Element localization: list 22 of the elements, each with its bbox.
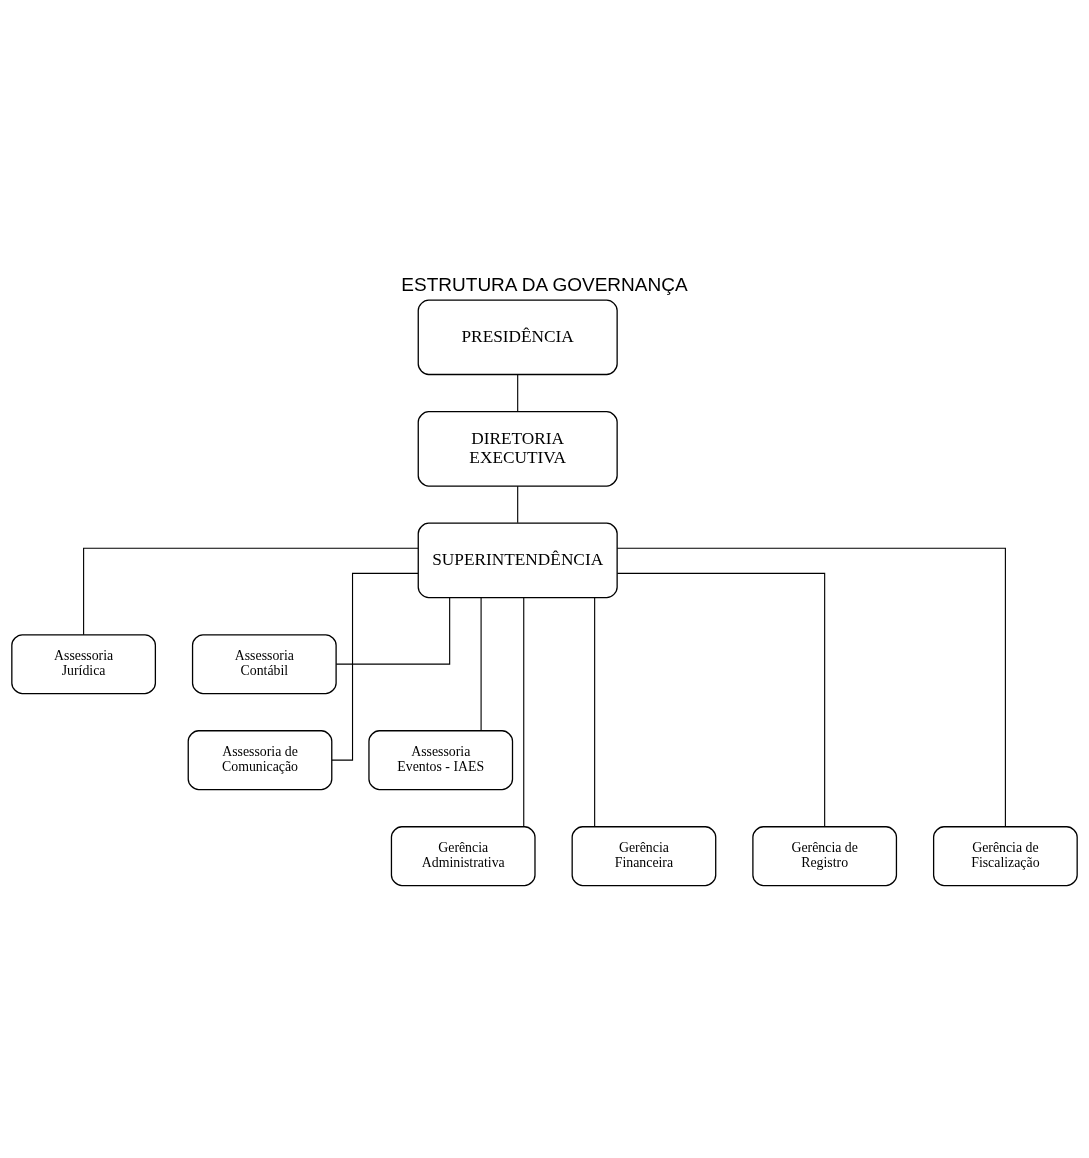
node-box: Gerência de Registro <box>752 826 898 887</box>
node-box: Assessoria Jurídica <box>11 634 157 695</box>
connector <box>517 374 519 412</box>
node-box: Assessoria Eventos - IAES <box>368 730 514 791</box>
connector <box>83 547 419 636</box>
node-box: PRESIDÊNCIA <box>417 299 618 376</box>
connector <box>335 597 451 665</box>
connector <box>616 547 1006 828</box>
node-box: DIRETORIA EXECUTIVA <box>417 411 618 487</box>
diagram-title: ESTRUTURA DA GOVERNANÇA <box>401 274 688 296</box>
connector <box>616 572 826 828</box>
node-box: SUPERINTENDÊNCIA <box>417 522 618 599</box>
connector <box>523 597 525 828</box>
connector <box>480 597 482 732</box>
node-box: Gerência Financeira <box>571 826 717 887</box>
connector <box>517 485 519 524</box>
node-box: Assessoria de Comunicação <box>187 730 333 791</box>
node-box: Assessoria Contábil <box>191 634 337 695</box>
node-box: Gerência de Fiscalização <box>932 826 1078 887</box>
node-box: Gerência Administrativa <box>390 826 536 887</box>
connector <box>331 572 419 761</box>
connector <box>594 597 596 828</box>
